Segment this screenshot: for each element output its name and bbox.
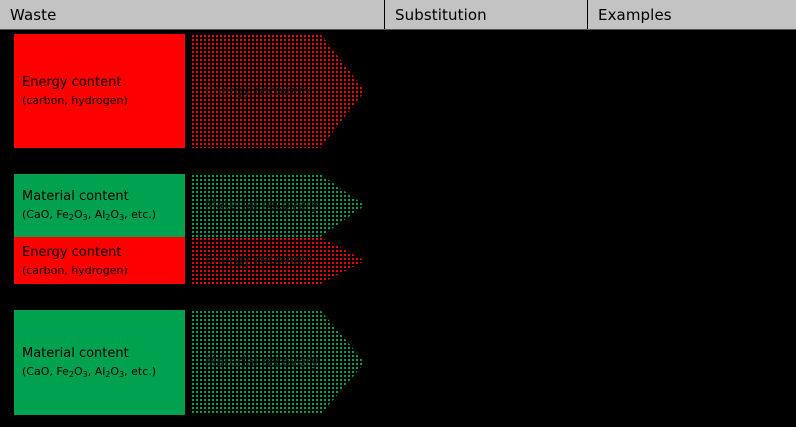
formula-open: (CaO, Fe [22,208,69,221]
substitution-arrow-label: Energy recovery [205,253,312,268]
formula-mid-2: , Al [87,208,106,221]
waste-block-energy-content: Energy content (carbon, hydrogen) [14,237,185,284]
column-header-substitution-label: Substitution [395,6,487,24]
substitution-arrow-label: Material recovery [205,198,319,213]
waste-block-subtitle-formula: (CaO, Fe2O3, Al2O3, etc.) [22,364,185,380]
formula-sub-2: 3 [82,370,88,379]
column-header-waste: Waste [0,0,385,30]
waste-block-material-content: Material content (CaO, Fe2O3, Al2O3, etc… [14,310,185,415]
formula-mid-1: O [73,208,83,221]
waste-block-title: Energy content [22,244,122,260]
waste-block-energy-content: Energy content (carbon, hydrogen) [14,34,185,148]
formula-sub-2: 3 [82,213,88,222]
substitution-arrow-label: Energy recovery [205,83,312,99]
table-header-row: Waste Substitution Examples [0,0,796,30]
column-header-examples-label: Examples [598,6,672,24]
formula-sub-4: 3 [119,213,125,222]
header-divider [0,29,796,30]
formula-sub-1: 2 [68,370,74,379]
waste-block-subtitle: (carbon, hydrogen) [22,263,128,277]
substitution-arrow-material-recovery: Material recovery [191,174,365,237]
waste-block-material-content: Material content (CaO, Fe2O3, Al2O3, etc… [14,174,185,237]
waste-block-title: Material content [22,189,129,204]
substitution-arrow-label: Material recovery [205,355,319,370]
column-header-waste-label: Waste [10,6,57,24]
formula-mid-2: , Al [87,365,106,378]
formula-sub-4: 3 [119,370,125,379]
formula-mid-3: O [110,208,120,221]
formula-sub-3: 2 [105,213,111,222]
substitution-arrow-material-recovery: Material recovery [191,310,365,415]
substitution-arrow-energy-recovery: Energy recovery [191,237,365,284]
formula-mid-1: O [73,365,83,378]
waste-block-subtitle: (carbon, hydrogen) [22,94,128,107]
formula-sub-1: 2 [68,213,74,222]
waste-block-title: Energy content [22,75,122,90]
column-header-examples: Examples [588,0,796,30]
waste-block-title: Material content [22,346,129,361]
waste-block-subtitle-formula: (CaO, Fe2O3, Al2O3, etc.) [22,207,185,223]
column-header-substitution: Substitution [385,0,588,30]
formula-open: (CaO, Fe [22,365,69,378]
formula-mid-3: O [110,365,120,378]
formula-close: , etc.) [124,208,157,221]
formula-close: , etc.) [124,365,157,378]
formula-sub-3: 2 [105,370,111,379]
substitution-arrow-energy-recovery: Energy recovery [191,34,365,148]
